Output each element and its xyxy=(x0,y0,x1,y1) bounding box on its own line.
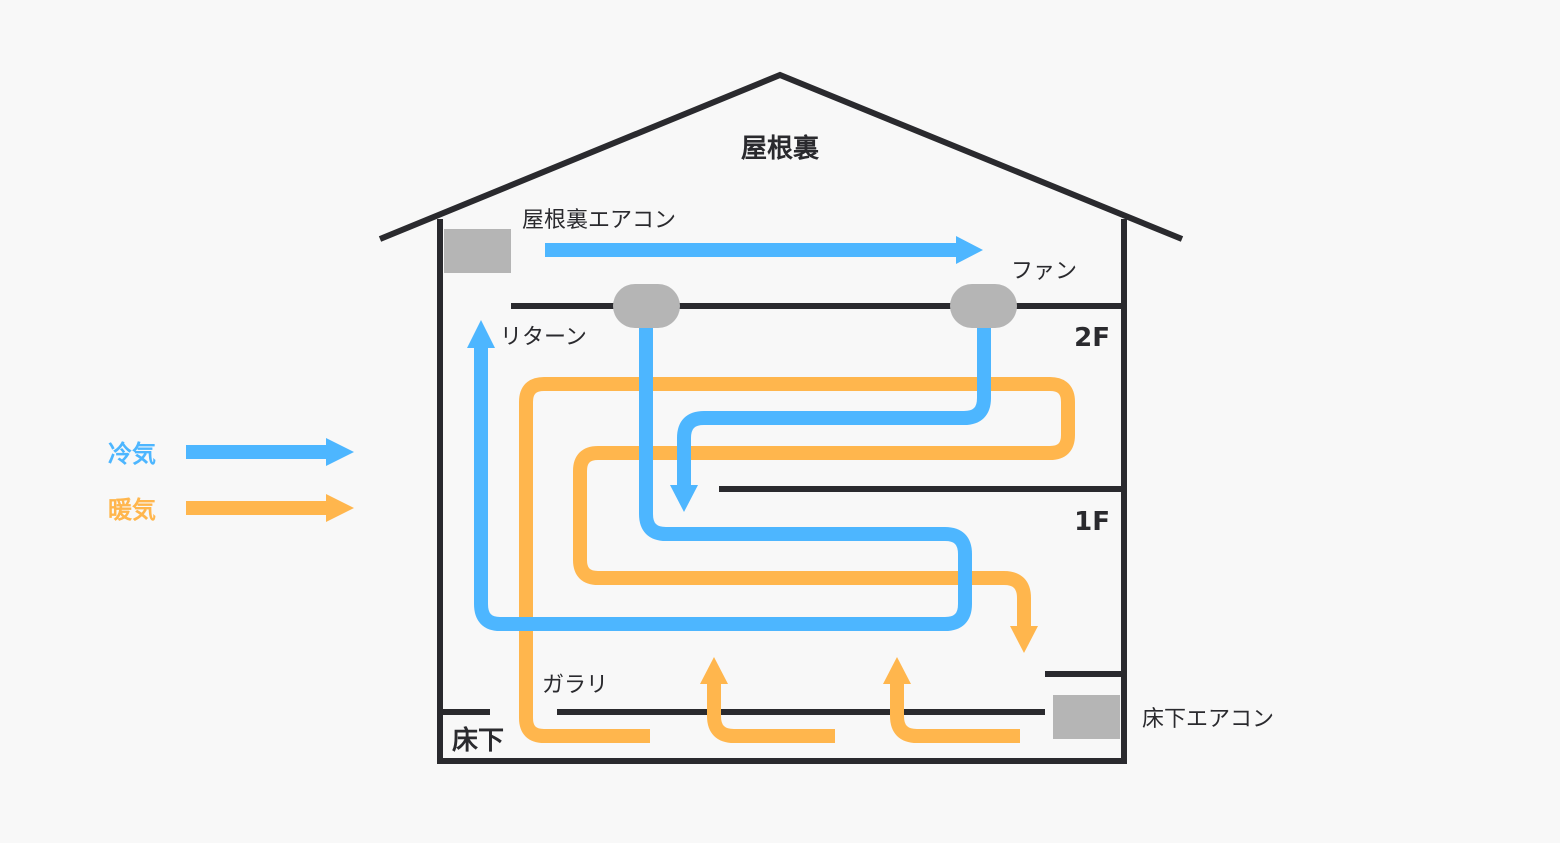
cold-fan-drop xyxy=(677,328,991,487)
roof xyxy=(378,71,1184,242)
cold-arrowhead-up xyxy=(467,320,495,348)
cold-return-loop xyxy=(474,328,972,631)
warm-arrowhead-up-2 xyxy=(883,657,911,684)
attic-label: 屋根裏 xyxy=(741,133,820,164)
legend-cold-arrowhead xyxy=(326,438,354,466)
labels: 屋根裏 屋根裏エアコン ファン リターン 2F 1F ガラリ 床下 床下エアコン xyxy=(452,133,1274,756)
warm-arrowheads xyxy=(700,626,1038,684)
garari-label: ガラリ xyxy=(542,673,608,698)
attic-ac-unit xyxy=(444,229,511,273)
legend: 冷気 暖気 xyxy=(108,438,354,524)
legend-warm-label: 暖気 xyxy=(108,496,156,524)
fan-right xyxy=(950,284,1017,328)
warm-arrowhead-down xyxy=(1010,626,1038,653)
attic-ac-label: 屋根裏エアコン xyxy=(522,208,676,233)
warm-loop-path xyxy=(519,377,1075,743)
legend-cold-label: 冷気 xyxy=(108,440,156,468)
underfloor-ac-label: 床下エアコン xyxy=(1142,707,1274,732)
warm-air-flows xyxy=(519,377,1075,743)
floor-1f-label: 1F xyxy=(1074,507,1110,537)
cold-arrowhead-right xyxy=(956,236,983,264)
warm-arrowhead-up-1 xyxy=(700,657,728,684)
cold-arrowheads xyxy=(467,236,983,512)
warm-riser-1 xyxy=(707,684,835,743)
underfloor-ac-unit xyxy=(1053,695,1120,739)
cold-air-flows xyxy=(474,243,991,631)
house-walls xyxy=(437,219,1127,764)
underfloor-label: 床下 xyxy=(452,725,504,756)
return-label: リターン xyxy=(500,325,587,350)
cold-arrowhead-down xyxy=(670,485,698,512)
warm-riser-2 xyxy=(890,684,1020,743)
fan-label: ファン xyxy=(1011,259,1077,284)
legend-warm-arrowhead xyxy=(326,494,354,522)
return-fan-left xyxy=(613,284,680,328)
house-structure xyxy=(378,71,1184,764)
floor-2f-label: 2F xyxy=(1074,323,1110,353)
